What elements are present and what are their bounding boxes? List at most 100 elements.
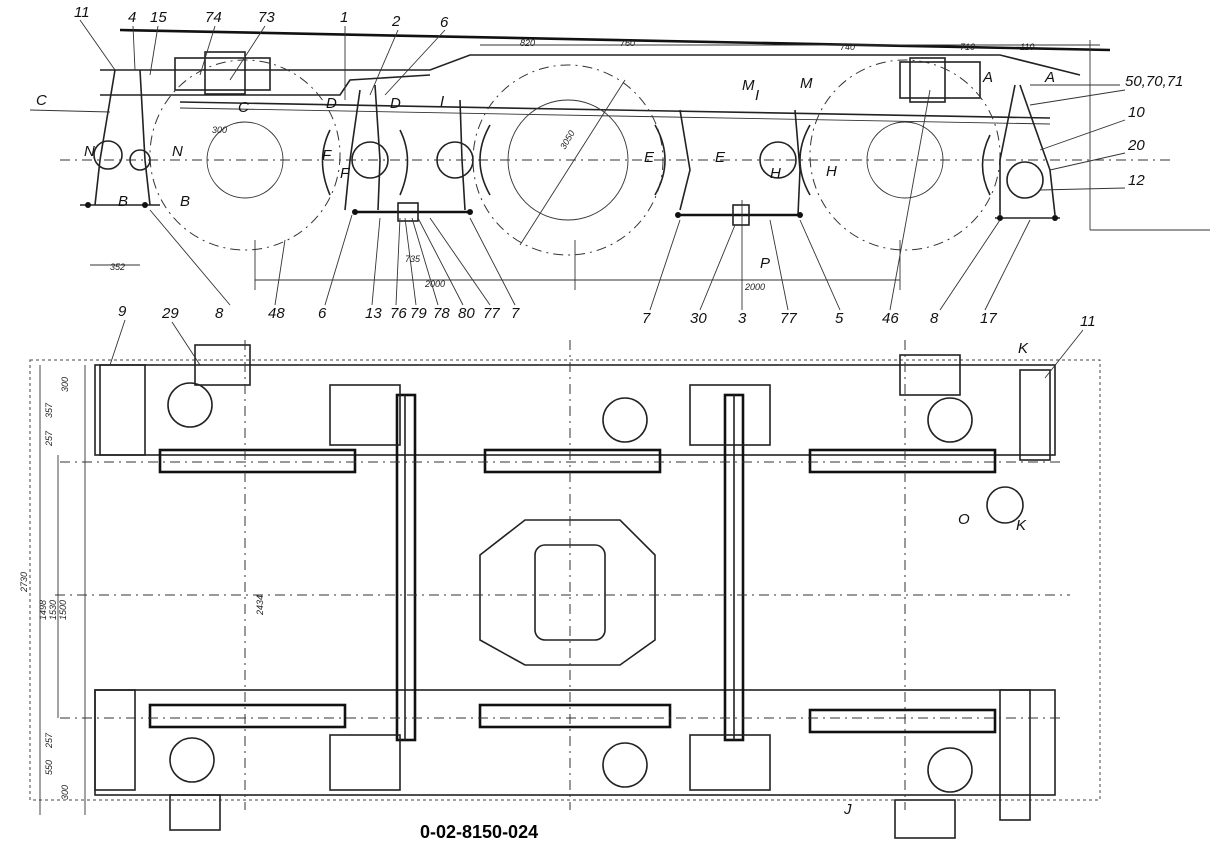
leader-76	[395, 217, 401, 306]
part-label-79: 79	[410, 305, 427, 322]
section-letter-d1: D	[326, 95, 337, 112]
section-letter-e2: E	[715, 149, 726, 166]
leader-74	[199, 25, 216, 76]
brake-rod-line	[179, 101, 1051, 119]
dim-352: 352	[110, 262, 125, 272]
dim-plan-300-bottom: 300	[60, 785, 70, 800]
wheel-plan-1	[167, 382, 213, 428]
part-label-50-70-71: 50,70,71	[1125, 73, 1183, 90]
brake-shoe-6	[799, 124, 811, 196]
document-number: 0-02-8150-024	[420, 822, 538, 842]
section-letter-d2: D	[390, 95, 401, 112]
leader-13	[371, 217, 381, 306]
wheel-3	[809, 59, 1001, 251]
part-label-74: 74	[205, 9, 222, 26]
hanger-1	[344, 89, 361, 211]
hanger-3	[459, 99, 466, 211]
leader-11-plan	[1044, 329, 1084, 379]
section-letter-n1: N	[84, 143, 95, 160]
section-letter-e1: E	[644, 149, 655, 166]
section-letter-f2: F	[340, 165, 350, 182]
brake-cylinder-plan-3	[169, 794, 221, 831]
pivot-right	[1006, 161, 1044, 199]
leader-5	[799, 219, 841, 311]
wheel-plan-6	[927, 747, 973, 793]
leader-9	[109, 319, 126, 366]
section-letter-k1: K	[1018, 340, 1029, 357]
turnbuckle-right	[732, 204, 750, 226]
leader-11	[79, 19, 116, 71]
dim-2000-b: 2000	[744, 282, 765, 292]
section-letter-m2: M	[800, 75, 813, 92]
longitudinal-member-bottom-left	[148, 703, 347, 729]
leader-8-right	[939, 219, 1001, 311]
leader-20	[1049, 152, 1126, 171]
leader-50	[1029, 89, 1126, 106]
brake-shoe-4	[654, 124, 666, 196]
dim-plan-257-bottom: 257	[44, 732, 54, 749]
wheel-plan-o	[986, 486, 1024, 524]
section-letter-n2: N	[172, 143, 183, 160]
end-plate-left-bottom	[94, 689, 136, 791]
longitudinal-member-bottom-middle	[478, 703, 672, 729]
part-label-73: 73	[258, 9, 275, 26]
longitudinal-member-bottom-right	[808, 708, 997, 734]
hanger-2	[374, 84, 381, 211]
pivot-left	[93, 140, 123, 170]
axle-box-bottom-right	[689, 734, 771, 791]
section-letter-i2: I	[755, 87, 759, 104]
dim-plan-1498: 1498	[38, 600, 48, 620]
section-letter-a2: A	[1044, 69, 1055, 86]
leader-12	[1039, 187, 1126, 191]
wheel-1	[149, 59, 341, 251]
section-letter-o: O	[958, 511, 970, 528]
pin-5	[85, 202, 91, 208]
part-label-7-left: 7	[511, 305, 520, 322]
pin-2	[467, 209, 473, 215]
leader-6-top	[384, 29, 446, 96]
end-plate-right-bottom	[999, 689, 1031, 821]
dim-110: 110	[1020, 42, 1034, 52]
leader-77-right	[769, 219, 789, 311]
frame-lower-contour	[100, 74, 431, 96]
elevation-bottom-labels: 8 48 6 13 76 79 78 80 77 7 7 30 3 77 5 4…	[149, 89, 1031, 327]
wheel-diameter-line	[519, 79, 626, 246]
dim-plan-550: 550	[44, 760, 54, 775]
leader-2	[369, 29, 399, 96]
part-label-2: 2	[391, 13, 401, 30]
brake-cylinder-plan-1	[194, 344, 251, 386]
dim-2000-a: 2000	[424, 279, 445, 289]
section-letter-b1: B	[118, 193, 128, 210]
center-pivot-outline	[479, 519, 656, 666]
brake-cylinder-right	[899, 61, 981, 99]
leader-48	[274, 239, 286, 306]
part-label-29: 29	[161, 305, 179, 322]
part-label-11: 11	[74, 4, 90, 21]
brake-rod-line-2	[179, 107, 1051, 125]
part-label-1: 1	[340, 9, 348, 26]
dim-plan-357: 357	[44, 402, 54, 418]
wheel-plan-4	[169, 737, 215, 783]
brake-cylinder-left-body	[204, 51, 246, 95]
axle-box-top-right	[689, 384, 771, 446]
axle-box-bottom-left	[329, 734, 401, 791]
section-letter-p: P	[760, 255, 770, 272]
part-label-20: 20	[1127, 137, 1145, 154]
brake-cylinder-plan-4	[894, 799, 956, 839]
brake-shoe-1	[321, 129, 331, 196]
dim-plan-300: 300	[60, 377, 70, 392]
pin-1	[352, 209, 358, 215]
pin-7	[997, 215, 1003, 221]
leader-7-left	[469, 217, 516, 306]
brake-shoe-2	[399, 129, 409, 196]
section-letter-i1: I	[440, 93, 444, 110]
leader-77-left	[429, 217, 491, 306]
part-label-5: 5	[835, 310, 844, 327]
wheel-plan-2	[602, 397, 648, 443]
section-letter-j: J	[843, 801, 852, 818]
plan-labels: 9 29 11 300 357 257 2730 2434 1500 1530 …	[19, 303, 1096, 800]
frame-upper-contour	[100, 54, 1081, 76]
section-letter-b2: B	[180, 193, 190, 210]
dim-740: 740	[840, 42, 855, 52]
